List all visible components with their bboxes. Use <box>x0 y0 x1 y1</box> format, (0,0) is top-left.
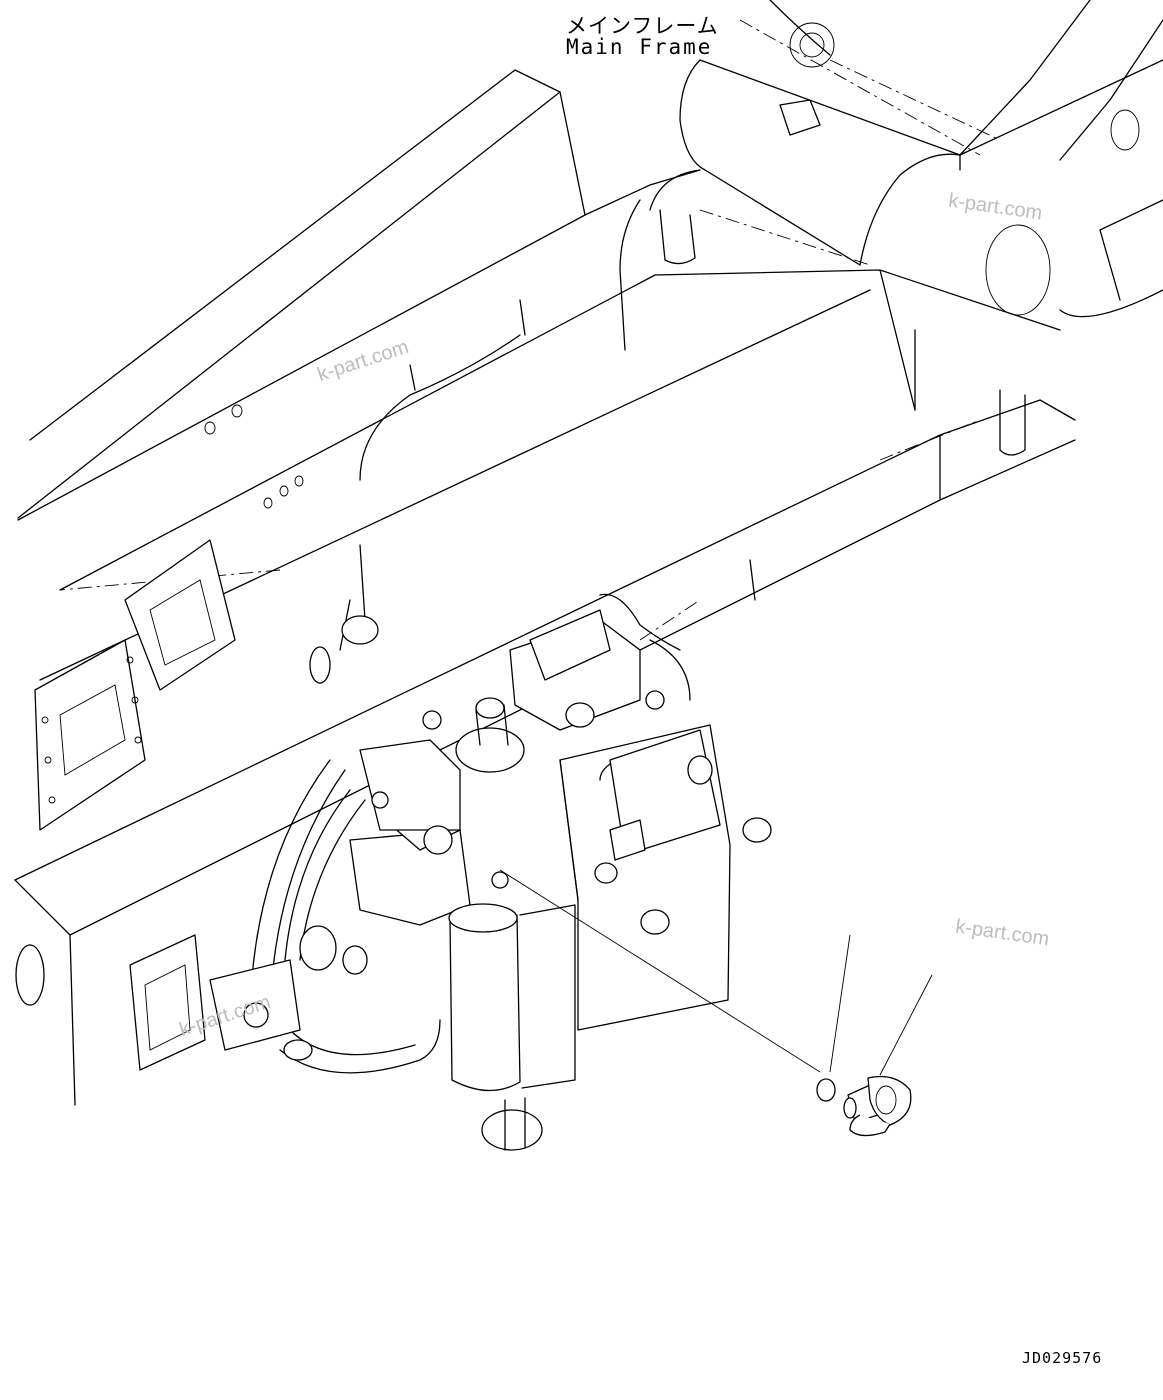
drawing-id: JD029576 <box>1022 1349 1103 1367</box>
main-frame-label-en: Main Frame <box>566 35 713 59</box>
hydraulic-tank-assembly <box>210 594 771 1150</box>
leader-lines <box>500 870 932 1075</box>
main-frame-label-jp: メインフレーム <box>566 14 719 38</box>
o-ring <box>817 1079 835 1101</box>
left-mounting-plates <box>16 540 235 1070</box>
frame-cross-member <box>660 0 1163 455</box>
main-frame <box>15 70 1075 1105</box>
pressure-sensor <box>844 1077 911 1136</box>
sensor-part-callout <box>817 1077 911 1136</box>
